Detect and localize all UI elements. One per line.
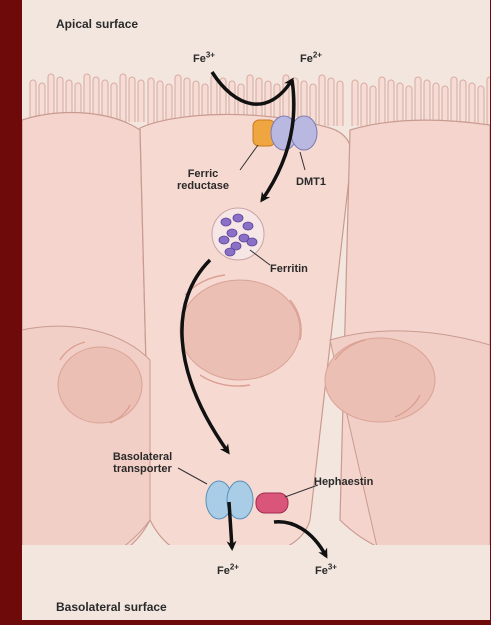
- hephaestin-protein: [256, 493, 288, 513]
- microvillus: [424, 80, 430, 126]
- apical-surface-label: Apical surface: [56, 18, 138, 30]
- ferritin-particle: [221, 218, 231, 226]
- microvillus: [460, 80, 466, 126]
- microvillus: [370, 86, 376, 126]
- ion-fe2-apical: Fe2+: [300, 53, 322, 65]
- ferric-reductase-label: Ferric reductase: [163, 168, 243, 192]
- microvillus: [30, 80, 36, 122]
- ferritin-label: Ferritin: [270, 263, 308, 275]
- microvillus: [111, 83, 117, 122]
- ferritin-particle: [243, 222, 253, 230]
- microvillus: [319, 75, 325, 126]
- microvillus: [337, 81, 343, 126]
- microvillus: [120, 74, 126, 122]
- microvillus: [129, 77, 135, 122]
- ferritin-particle: [233, 214, 243, 222]
- ferritin-particle: [227, 229, 237, 237]
- microvillus: [138, 80, 144, 122]
- ion-fe2-basal: Fe2+: [217, 565, 239, 577]
- microvillus: [379, 77, 385, 126]
- basolateral-surface-label: Basolateral surface: [56, 601, 167, 613]
- ferric-reductase-label-line1: Ferric: [163, 168, 243, 180]
- microvillus: [487, 77, 491, 126]
- ferritin-particle: [225, 248, 235, 256]
- ferritin-particle: [219, 236, 229, 244]
- microvillus: [352, 80, 358, 126]
- ferritin-particle: [247, 238, 257, 246]
- microvillus: [469, 83, 475, 126]
- ion-fe3-basal: Fe3+: [315, 565, 337, 577]
- basolateral-transporter-label-line1: Basolateral: [95, 451, 190, 463]
- dmt1-label: DMT1: [296, 176, 326, 188]
- basolateral-transporter-label: Basolateral transporter: [95, 451, 190, 475]
- microvillus: [388, 80, 394, 126]
- microvillus: [148, 78, 154, 126]
- ferric-reductase-label-line2: reductase: [163, 180, 243, 192]
- microvillus: [157, 81, 163, 126]
- microvillus: [478, 86, 484, 126]
- microvillus: [328, 78, 334, 126]
- microvillus: [397, 83, 403, 126]
- ion-fe3-apical: Fe3+: [193, 53, 215, 65]
- hephaestin-label: Hephaestin: [314, 476, 373, 488]
- basolateral-transporter-label-line2: transporter: [95, 463, 190, 475]
- microvillus: [361, 83, 367, 126]
- microvillus: [433, 83, 439, 126]
- microvillus: [415, 77, 421, 126]
- microvillus: [451, 77, 457, 126]
